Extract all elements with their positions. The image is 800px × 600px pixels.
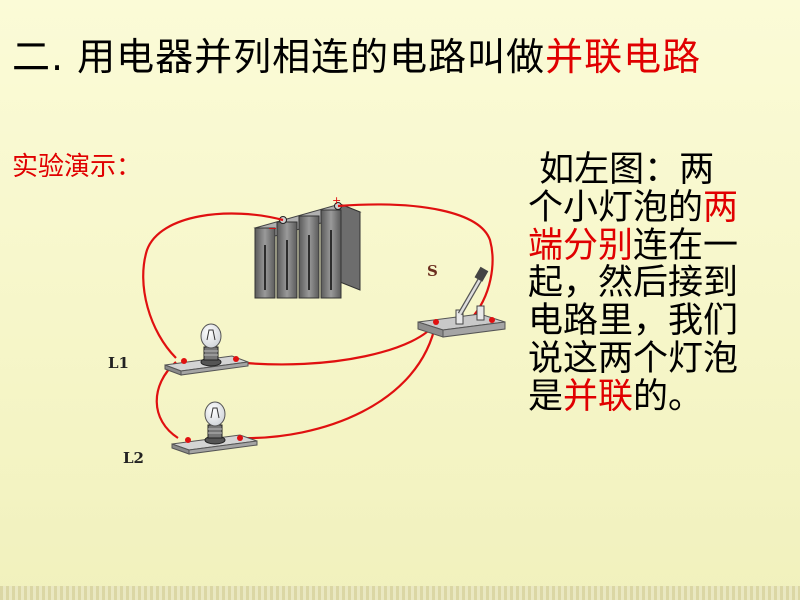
demo-label: 实验演示： bbox=[12, 152, 143, 182]
wire-switch-to-lamp2 bbox=[239, 321, 438, 440]
para-text: 个小灯泡的 bbox=[528, 187, 704, 228]
para-highlight: 端分别 bbox=[528, 225, 634, 266]
para-highlight: 两 bbox=[703, 187, 739, 228]
para-text: 如左图：两 bbox=[539, 150, 715, 190]
switch-label: S bbox=[427, 262, 438, 280]
para-line-4: 起，然后接到 bbox=[528, 263, 739, 304]
para-line-5: 电路里，我们 bbox=[528, 301, 739, 342]
para-text: 连在一 bbox=[633, 225, 739, 266]
para-highlight: 并联 bbox=[563, 376, 634, 417]
title-prefix: 二. 用电器并列相连的电路叫做 bbox=[12, 35, 546, 79]
wire-battery-to-lamp1 bbox=[142, 212, 284, 359]
wire-lamp1-to-lamp2 bbox=[155, 361, 179, 439]
bottom-stripe bbox=[0, 586, 800, 600]
explanation-paragraph: 如左图：两 个小灯泡的两 端分别连在一 起，然后接到 电路里，我们 说这两个灯泡… bbox=[528, 150, 778, 417]
para-line-7: 是并联的。 bbox=[528, 376, 778, 417]
lamp-l1 bbox=[164, 323, 249, 376]
wire-battery-to-switch bbox=[337, 203, 494, 321]
para-text: 的。 bbox=[633, 376, 704, 417]
para-line-2: 个小灯泡的两 bbox=[528, 187, 778, 228]
para-text: 是 bbox=[528, 376, 564, 417]
battery-minus-sign: − bbox=[268, 222, 277, 235]
battery-plus-sign: + bbox=[332, 194, 341, 207]
para-line-3: 端分别连在一 bbox=[528, 225, 778, 266]
lamp-l2 bbox=[171, 401, 258, 455]
title-highlight: 并联电路 bbox=[545, 35, 702, 79]
para-line-1: 如左图：两 bbox=[528, 150, 778, 190]
page-title: 二. 用电器并列相连的电路叫做并联电路 bbox=[12, 26, 701, 81]
knife-switch[interactable] bbox=[417, 266, 506, 338]
battery: − + bbox=[253, 194, 362, 299]
lamp2-label: L2 bbox=[123, 449, 144, 467]
lamp1-label: L1 bbox=[108, 354, 129, 372]
para-line-6: 说这两个灯泡 bbox=[528, 338, 739, 379]
wire-switch-to-lamp1 bbox=[234, 321, 437, 366]
